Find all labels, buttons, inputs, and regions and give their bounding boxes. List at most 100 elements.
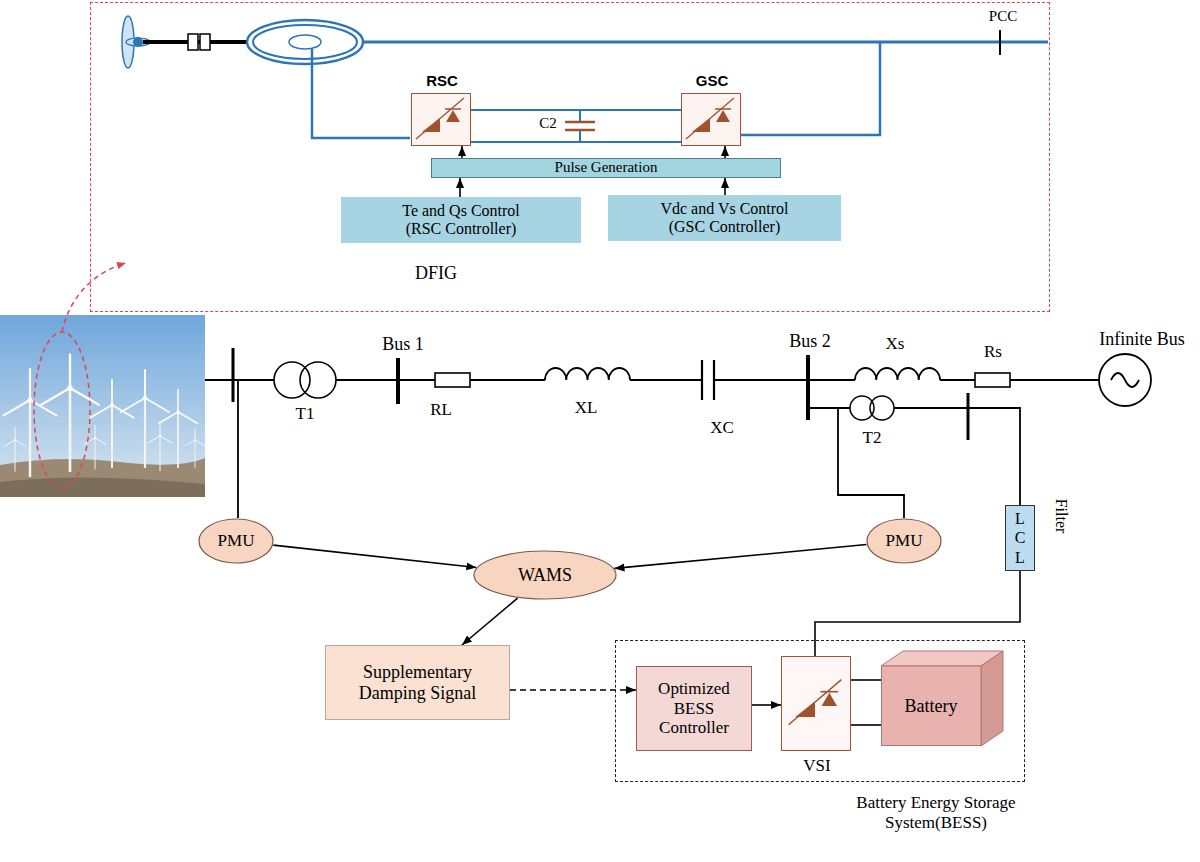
gearbox xyxy=(200,34,210,50)
component-label: C2 xyxy=(539,115,557,132)
node-text: PMU xyxy=(886,531,923,551)
connector-arrow xyxy=(462,598,518,645)
battery-side xyxy=(981,651,1003,746)
ellipse-outline xyxy=(474,551,616,599)
component-label: Rs xyxy=(984,342,1002,362)
source-symbol xyxy=(1099,354,1151,406)
bus-bar xyxy=(396,358,400,404)
wind-turbine xyxy=(185,429,204,468)
inverter-box: VSI xyxy=(781,656,851,751)
controller-box: Te and Qs Control (RSC Controller) xyxy=(341,197,581,243)
battery-front xyxy=(882,666,982,746)
dfig-region: DFIG RSC GSC Pulse Generation Te and Qs Cont… xyxy=(90,2,1050,312)
connector-arrow xyxy=(273,545,476,567)
ellipse-outline xyxy=(867,519,941,563)
photo-ground xyxy=(0,477,205,497)
converter-box: GSC xyxy=(681,93,741,146)
wind-turbine xyxy=(84,425,106,469)
pmu-ellipse: PMU xyxy=(198,518,274,564)
component-label: T2 xyxy=(863,428,882,448)
node-text: PMU xyxy=(218,531,255,551)
node-text: Optimized BESS Controller xyxy=(644,679,744,738)
battery-lead xyxy=(851,679,881,681)
wind-turbine xyxy=(121,370,169,468)
wind-turbine xyxy=(4,427,26,471)
controller-box: Optimized BESS Controller xyxy=(636,666,752,751)
gearbox xyxy=(188,34,198,50)
connector-arrow xyxy=(752,704,781,706)
component-label: RL xyxy=(430,400,452,420)
connector-arrow xyxy=(724,178,726,195)
dfig-drawing xyxy=(122,16,1048,142)
node-text: Vdc and Vs Control (GSC Controller) xyxy=(652,200,797,237)
photo-sky xyxy=(0,315,205,497)
connector-arrow xyxy=(461,146,463,158)
controller-box: Vdc and Vs Control (GSC Controller) xyxy=(608,195,841,241)
damping-signal-box: Supplementary Damping Signal xyxy=(325,645,510,720)
converter-label: RSC xyxy=(426,72,458,89)
rotor-line xyxy=(312,49,410,138)
dc-link-wire xyxy=(471,141,681,143)
pmu-wire xyxy=(838,408,904,518)
resistor-symbol xyxy=(975,373,1010,387)
igbt-symbol xyxy=(416,98,464,139)
highlight-ellipse xyxy=(34,332,90,488)
pulse-band: Pulse Generation xyxy=(431,158,781,178)
pcc-tick xyxy=(999,30,1001,55)
component-label: T1 xyxy=(296,404,315,424)
branch-wire xyxy=(808,408,1020,505)
lcl-filter: L C LFilter xyxy=(1005,505,1035,571)
converter-label: GSC xyxy=(696,72,729,89)
line-wire xyxy=(205,379,1099,381)
bus-label: Bus 1 xyxy=(382,334,424,355)
resistor-symbol xyxy=(435,373,470,387)
connector-arrow xyxy=(510,689,636,691)
ellipse-outline xyxy=(199,519,273,563)
bus-label: Bus 2 xyxy=(789,331,831,352)
region-title: Battery Energy Storage System(BESS) xyxy=(836,793,1036,832)
bus-bar xyxy=(806,355,810,420)
generator xyxy=(247,20,363,64)
inverter-label: VSI xyxy=(803,756,830,776)
bus-bar xyxy=(232,348,235,402)
connector-arrow xyxy=(614,545,866,569)
inductor-symbol xyxy=(855,368,940,380)
inductor-symbol xyxy=(545,368,630,380)
node-text: Te and Qs Control (RSC Controller) xyxy=(389,202,534,239)
wind-turbine xyxy=(90,380,133,468)
transformer-symbol xyxy=(300,362,336,398)
component-label: XC xyxy=(710,418,734,438)
connector-arrow xyxy=(724,146,726,158)
igbt-symbol xyxy=(789,680,842,725)
node-text: L C L xyxy=(1013,509,1027,567)
filter-label: Filter xyxy=(1052,499,1070,534)
node-text: WAMS xyxy=(518,565,572,586)
generator xyxy=(253,25,357,59)
transmission-line xyxy=(205,348,1151,518)
transformer-symbol xyxy=(870,396,894,420)
wind-farm-photo xyxy=(0,315,205,497)
stator-line xyxy=(363,41,1048,44)
node-text: Pulse Generation xyxy=(555,159,658,176)
pmu-ellipse: PMU xyxy=(866,518,942,564)
wind-turbine xyxy=(4,369,57,477)
wind-turbine xyxy=(148,422,172,471)
igbt-symbol xyxy=(686,98,734,139)
battery-block: Battery xyxy=(881,651,1003,746)
pmu-wire xyxy=(237,380,239,518)
node-text: Supplementary Damping Signal xyxy=(335,662,500,703)
bus-bar xyxy=(967,393,970,440)
capacitor-symbol xyxy=(702,360,714,400)
filter-wire xyxy=(815,571,1020,656)
connector-arrow xyxy=(459,178,461,197)
zoom-arrow xyxy=(62,263,126,332)
bess-region: Battery Energy Storage System(BESS)Optim… xyxy=(615,640,1025,782)
region-title: DFIG xyxy=(415,263,457,284)
grid-side-line xyxy=(740,42,880,135)
capacitor-lead xyxy=(579,110,581,142)
capacitor-symbol xyxy=(565,122,595,130)
wind-turbine xyxy=(159,390,197,468)
